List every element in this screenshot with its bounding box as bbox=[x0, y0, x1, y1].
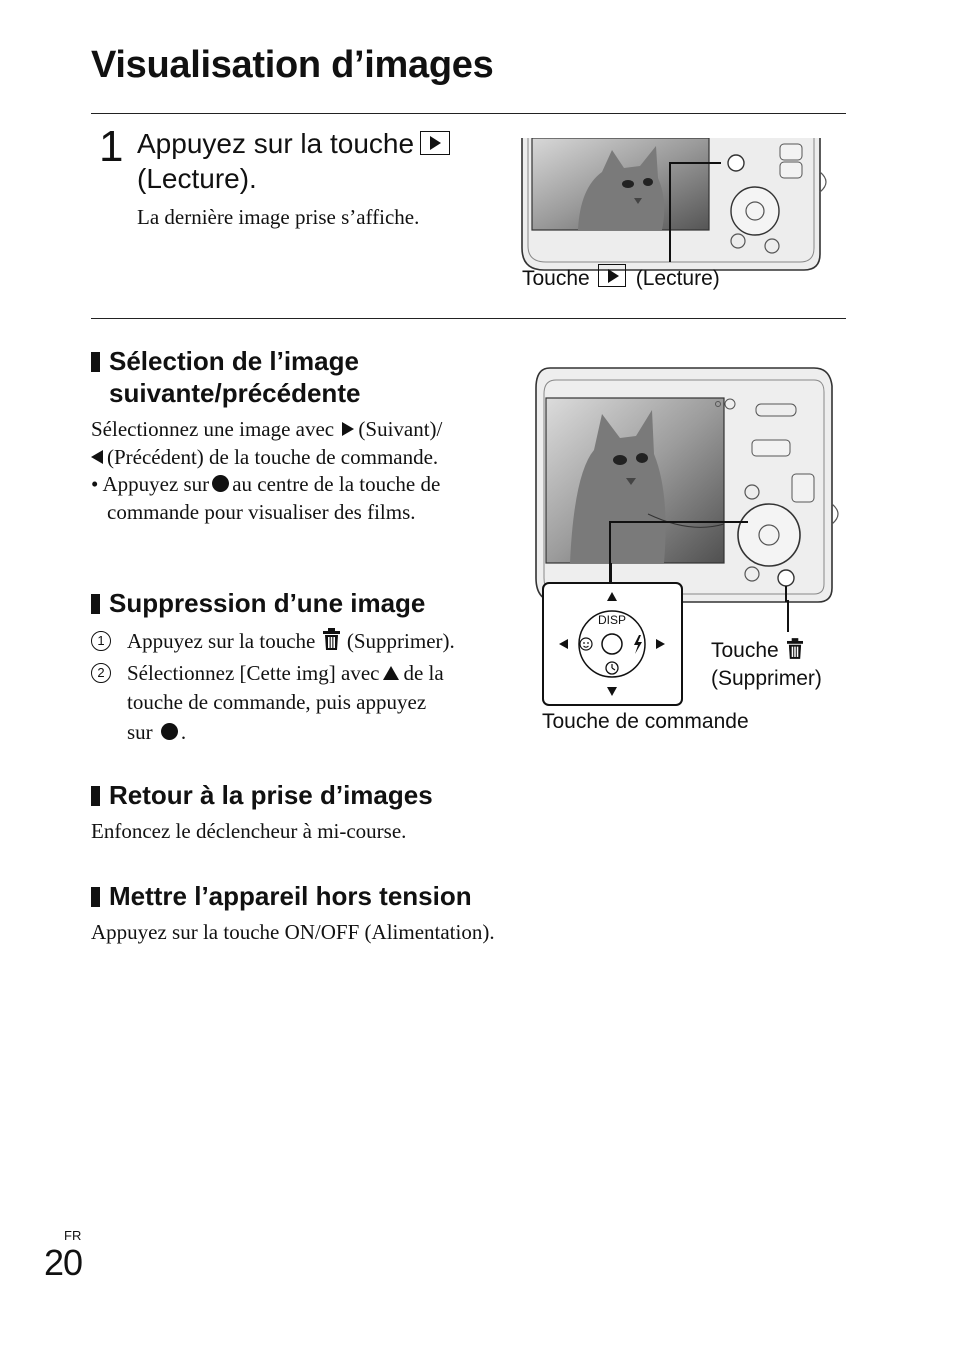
control-wheel-diagram: DISP bbox=[542, 582, 683, 706]
step-instruction: Appuyez sur la touche (Lecture). bbox=[137, 126, 497, 196]
bullet-text-after: au centre de la touche de bbox=[232, 472, 441, 496]
smile-icon bbox=[579, 637, 593, 651]
step-number: 1 bbox=[99, 122, 124, 171]
play-key-icon bbox=[420, 131, 451, 155]
next-line-1: Sélectionnez une image avec (Suivant)/ bbox=[91, 416, 511, 444]
play-key-callout-before: Touche bbox=[522, 267, 590, 290]
center-button-icon bbox=[212, 475, 230, 492]
heading-return: Retour à la prise d’images bbox=[91, 779, 433, 811]
section-mark-icon bbox=[91, 887, 100, 907]
next-line-2: (Précédent) de la touche de commande. bbox=[91, 444, 511, 472]
delete-step-2-after: de la bbox=[403, 660, 444, 685]
delete-callout-line1: Touche bbox=[711, 639, 779, 662]
trash-icon bbox=[322, 628, 340, 650]
step-text-after: (Lecture). bbox=[137, 163, 257, 194]
step-description: La dernière image prise s’affiche. bbox=[137, 205, 420, 229]
language-code: FR bbox=[64, 1228, 82, 1243]
heading-return-text: Retour à la prise d’images bbox=[109, 780, 433, 810]
bullet-line-2: commande pour visualiser des films. bbox=[107, 499, 416, 524]
page-title: Visualisation d’images bbox=[91, 44, 494, 86]
heading-delete-text: Suppression d’une image bbox=[109, 588, 426, 618]
delete-key-callout: Touche (Supprimer) bbox=[711, 637, 822, 693]
camera-back-full-illustration bbox=[535, 367, 839, 603]
delete-callout-line2: (Supprimer) bbox=[711, 667, 822, 690]
heading-power-off: Mettre l’appareil hors tension bbox=[91, 880, 472, 912]
step-text-before: Appuyez sur la touche bbox=[137, 128, 415, 159]
delete-step-2-line3: sur . bbox=[91, 718, 511, 748]
bullet-mark: • bbox=[91, 472, 99, 496]
delete-callout-line bbox=[787, 600, 789, 632]
divider-top bbox=[91, 113, 846, 115]
bullet-text: Appuyez sur bbox=[102, 472, 210, 496]
play-key-callout: Touche (Lecture) bbox=[522, 264, 720, 291]
control-key-caption: Touche de commande bbox=[542, 710, 749, 733]
flash-icon bbox=[634, 635, 642, 654]
section-mark-icon bbox=[91, 352, 100, 372]
self-timer-icon bbox=[605, 661, 619, 675]
step-2-icon: 2 bbox=[91, 662, 111, 683]
camera-back-illustration bbox=[521, 138, 827, 271]
delete-step-2: 2 Sélectionnez [Cette img] avec de la bbox=[91, 659, 511, 689]
heading-next-previous-line2: suivante/précédente bbox=[109, 378, 361, 408]
play-key-callout-after: (Lecture) bbox=[635, 267, 720, 290]
power-off-body: Appuyez sur la touche ON/OFF (Alimentati… bbox=[91, 920, 495, 944]
section-mark-icon bbox=[91, 594, 100, 614]
heading-next-previous-line1: Sélection de l’image bbox=[109, 346, 359, 376]
previous-label: (Précédent) de la touche de commande. bbox=[107, 444, 439, 469]
delete-step-2-line2: touche de commande, puis appuyez bbox=[127, 690, 427, 714]
delete-step-2-line3-text: sur bbox=[127, 719, 153, 744]
delete-step-2-period: . bbox=[180, 719, 187, 744]
delete-step-2-text: Sélectionnez [Cette img] avec bbox=[127, 660, 380, 685]
center-button-icon bbox=[160, 722, 178, 740]
return-body: Enfoncez le déclencheur à mi-course. bbox=[91, 819, 407, 843]
page-number: 20 bbox=[44, 1242, 83, 1283]
delete-step-1-after: (Supprimer). bbox=[346, 629, 455, 653]
up-arrow-icon bbox=[383, 665, 400, 680]
next-label: (Suivant)/ bbox=[358, 417, 443, 441]
delete-step-1: 1 Appuyez sur la touche (Supprimer). bbox=[91, 627, 511, 657]
delete-step-1-text: Appuyez sur la touche bbox=[127, 629, 316, 653]
next-previous-body: Sélectionnez une image avec (Suivant)/ (… bbox=[91, 416, 511, 526]
delete-steps: 1 Appuyez sur la touche (Supprimer). 2 Sél… bbox=[91, 627, 511, 747]
section-mark-icon bbox=[91, 786, 100, 806]
bullet-item: • Appuyez sur au centre de la touche de bbox=[91, 471, 511, 499]
next-line-1-text: Sélectionnez une image avec bbox=[91, 417, 335, 441]
play-key-icon bbox=[597, 264, 626, 287]
disp-label: DISP bbox=[598, 613, 626, 627]
divider-middle bbox=[91, 318, 846, 320]
heading-next-previous: Sélection de l’image suivante/précédente bbox=[91, 345, 360, 409]
heading-power-off-text: Mettre l’appareil hors tension bbox=[109, 881, 472, 911]
heading-delete: Suppression d’une image bbox=[91, 587, 425, 619]
trash-icon bbox=[786, 638, 803, 659]
control-callout-line bbox=[610, 563, 612, 583]
left-arrow-icon bbox=[91, 449, 103, 464]
right-arrow-icon bbox=[342, 422, 355, 436]
step-1-icon: 1 bbox=[91, 631, 111, 651]
